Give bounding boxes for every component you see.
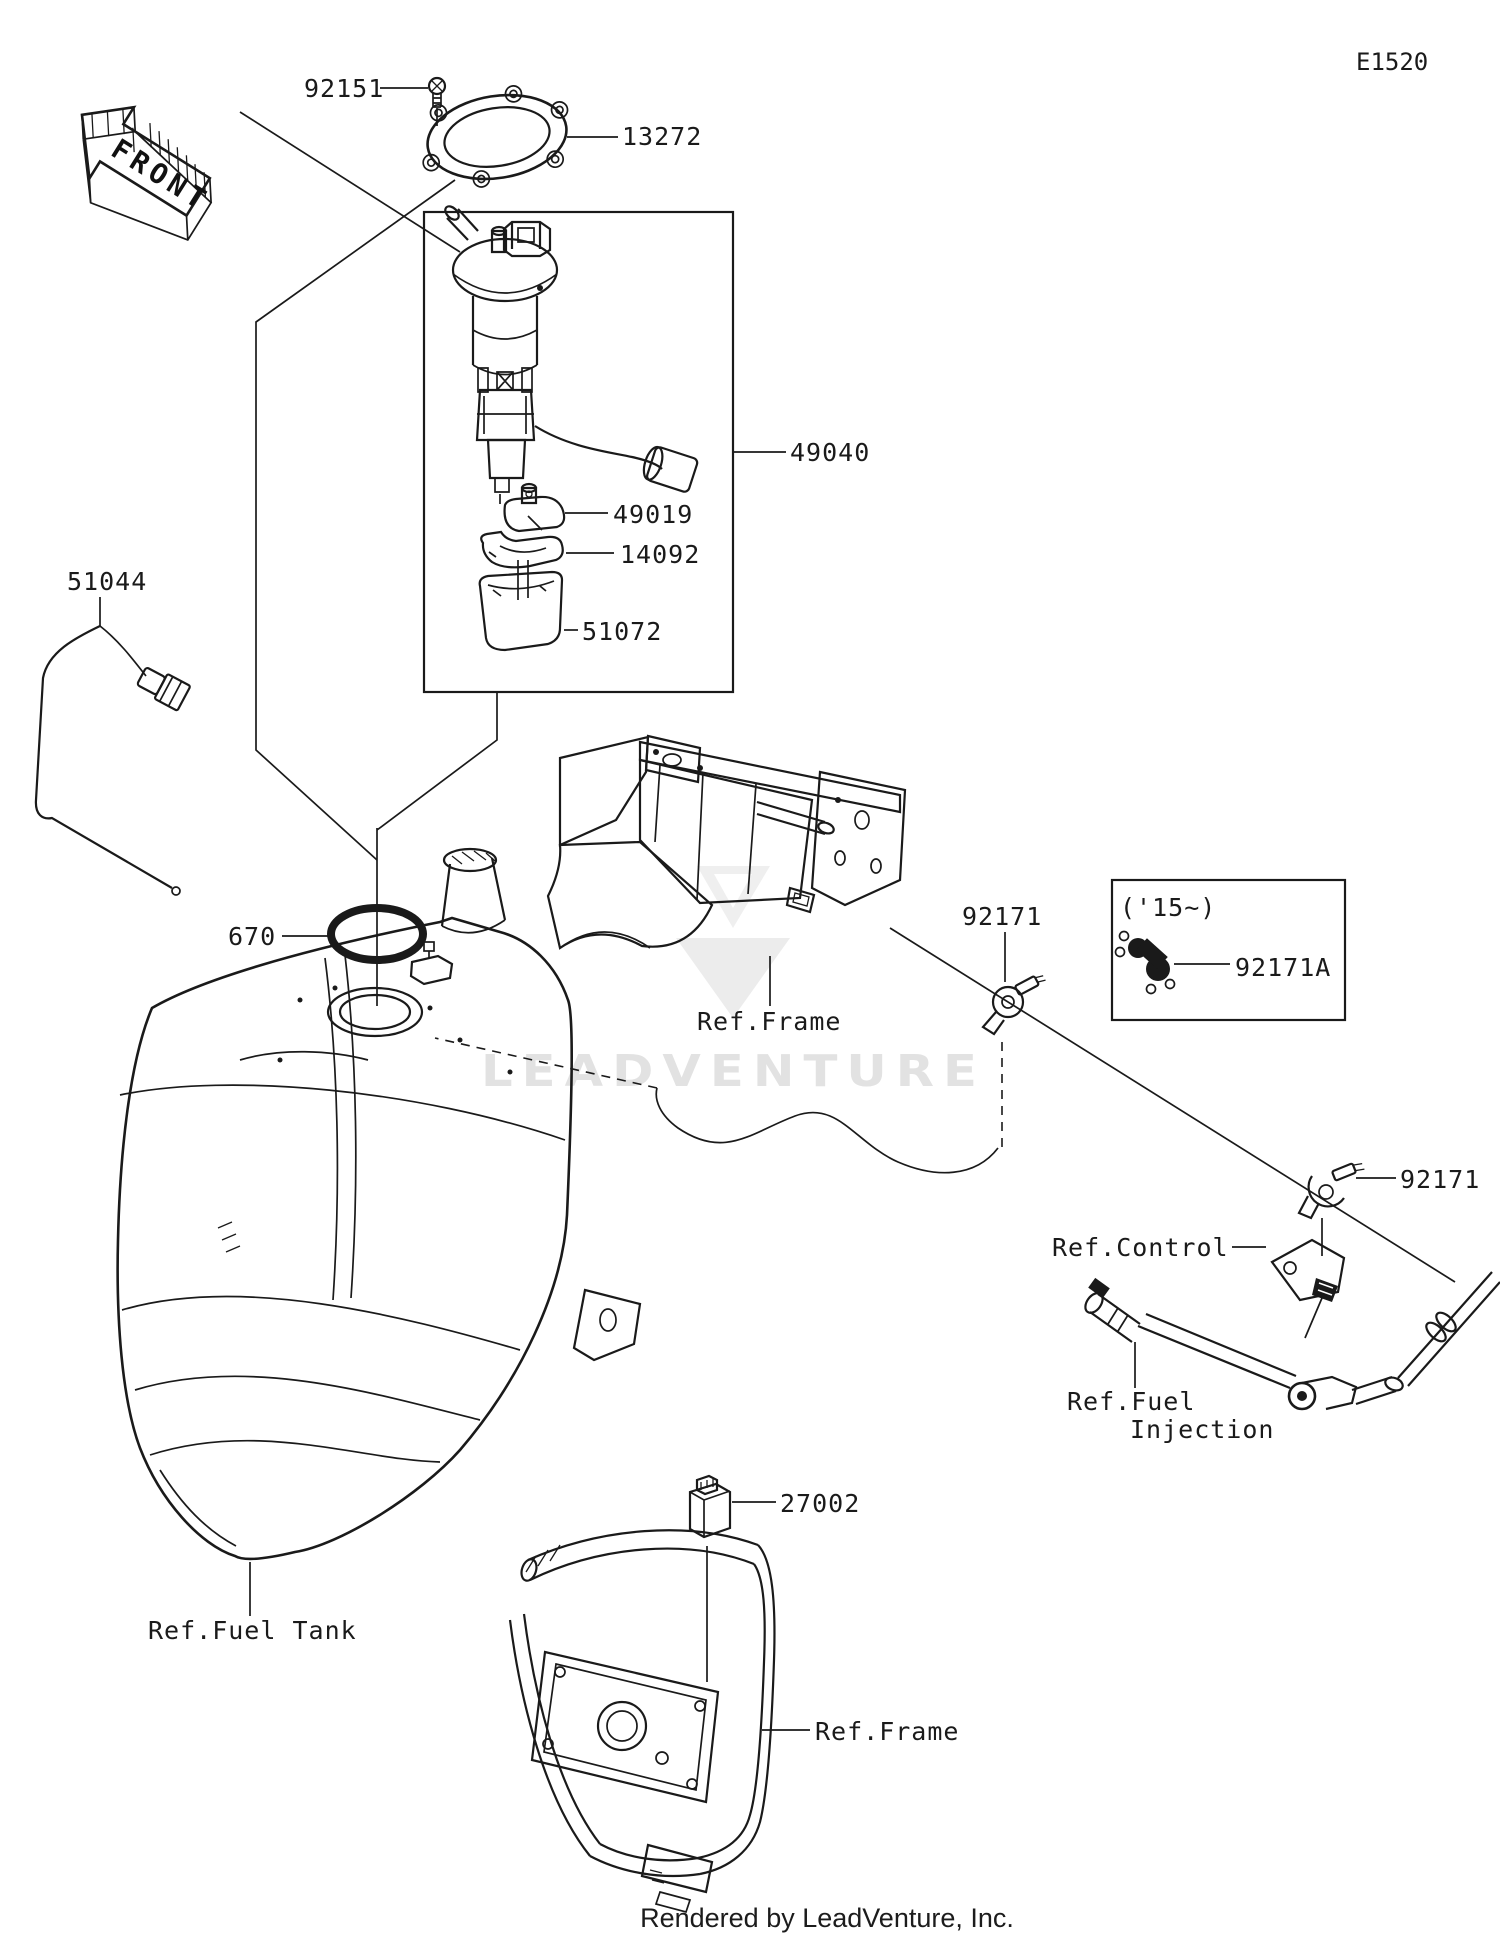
frame-bracket-drawing bbox=[546, 734, 907, 950]
assembly-box bbox=[422, 210, 735, 694]
callout-year-note: ('15~) bbox=[1120, 893, 1216, 922]
callout-27002[interactable]: 27002 bbox=[780, 1489, 860, 1518]
hose-drawing bbox=[34, 625, 191, 896]
callout-92171-lower[interactable]: 92171 bbox=[1400, 1165, 1480, 1194]
screw-drawing bbox=[427, 76, 447, 108]
clamp-upper-drawing bbox=[981, 975, 1046, 1036]
pump-cup-drawing bbox=[478, 560, 564, 652]
front-arrow-sign: FRONT bbox=[80, 105, 216, 241]
callout-51044[interactable]: 51044 bbox=[67, 567, 147, 596]
callout-13272[interactable]: 13272 bbox=[622, 122, 702, 151]
ref-frame-mid: Ref.Frame bbox=[697, 1007, 841, 1036]
clamp-lower-drawing bbox=[1297, 1162, 1365, 1220]
bottom-frame-drawing bbox=[508, 1529, 776, 1914]
control-bracket-drawing bbox=[1270, 1238, 1346, 1339]
callout-92171a[interactable]: 92171A bbox=[1235, 953, 1331, 982]
callout-14092[interactable]: 14092 bbox=[620, 540, 700, 569]
callout-92171-upper[interactable]: 92171 bbox=[962, 902, 1042, 931]
pump-holder-drawing bbox=[503, 482, 566, 533]
ref-frame-bottom: Ref.Frame bbox=[815, 1717, 959, 1746]
gasket-drawing bbox=[422, 85, 569, 188]
fuel-injection-drawing bbox=[1084, 1271, 1500, 1411]
clamp-2015-drawing bbox=[1114, 930, 1176, 995]
watermark-text: LEADVENTURE bbox=[481, 1046, 986, 1097]
ref-fuel-tank: Ref.Fuel Tank bbox=[148, 1616, 357, 1645]
oring-drawing bbox=[327, 904, 427, 964]
pump-cushion-drawing bbox=[480, 530, 564, 569]
leader-lines bbox=[99, 87, 1456, 1731]
ref-fuel-line1: Ref.Fuel bbox=[1067, 1387, 1195, 1416]
clamp-2015-group bbox=[1110, 878, 1347, 1022]
ref-control: Ref.Control bbox=[1052, 1233, 1229, 1262]
diagram-code: E1520 bbox=[1356, 48, 1428, 76]
watermark-logo bbox=[676, 866, 790, 1018]
callout-92151[interactable]: 92151 bbox=[304, 74, 384, 103]
callout-670[interactable]: 670 bbox=[228, 922, 276, 951]
callout-49019[interactable]: 49019 bbox=[613, 500, 693, 529]
relay-drawing bbox=[688, 1474, 732, 1539]
fuel-tank-drawing bbox=[116, 847, 642, 1561]
callout-51072[interactable]: 51072 bbox=[582, 617, 662, 646]
footer-credit: Rendered by LeadVenture, Inc. bbox=[640, 1903, 1014, 1933]
fuel-pump-drawing bbox=[444, 205, 699, 504]
callout-49040[interactable]: 49040 bbox=[790, 438, 870, 467]
ref-fuel-line2: Injection bbox=[1130, 1415, 1274, 1444]
